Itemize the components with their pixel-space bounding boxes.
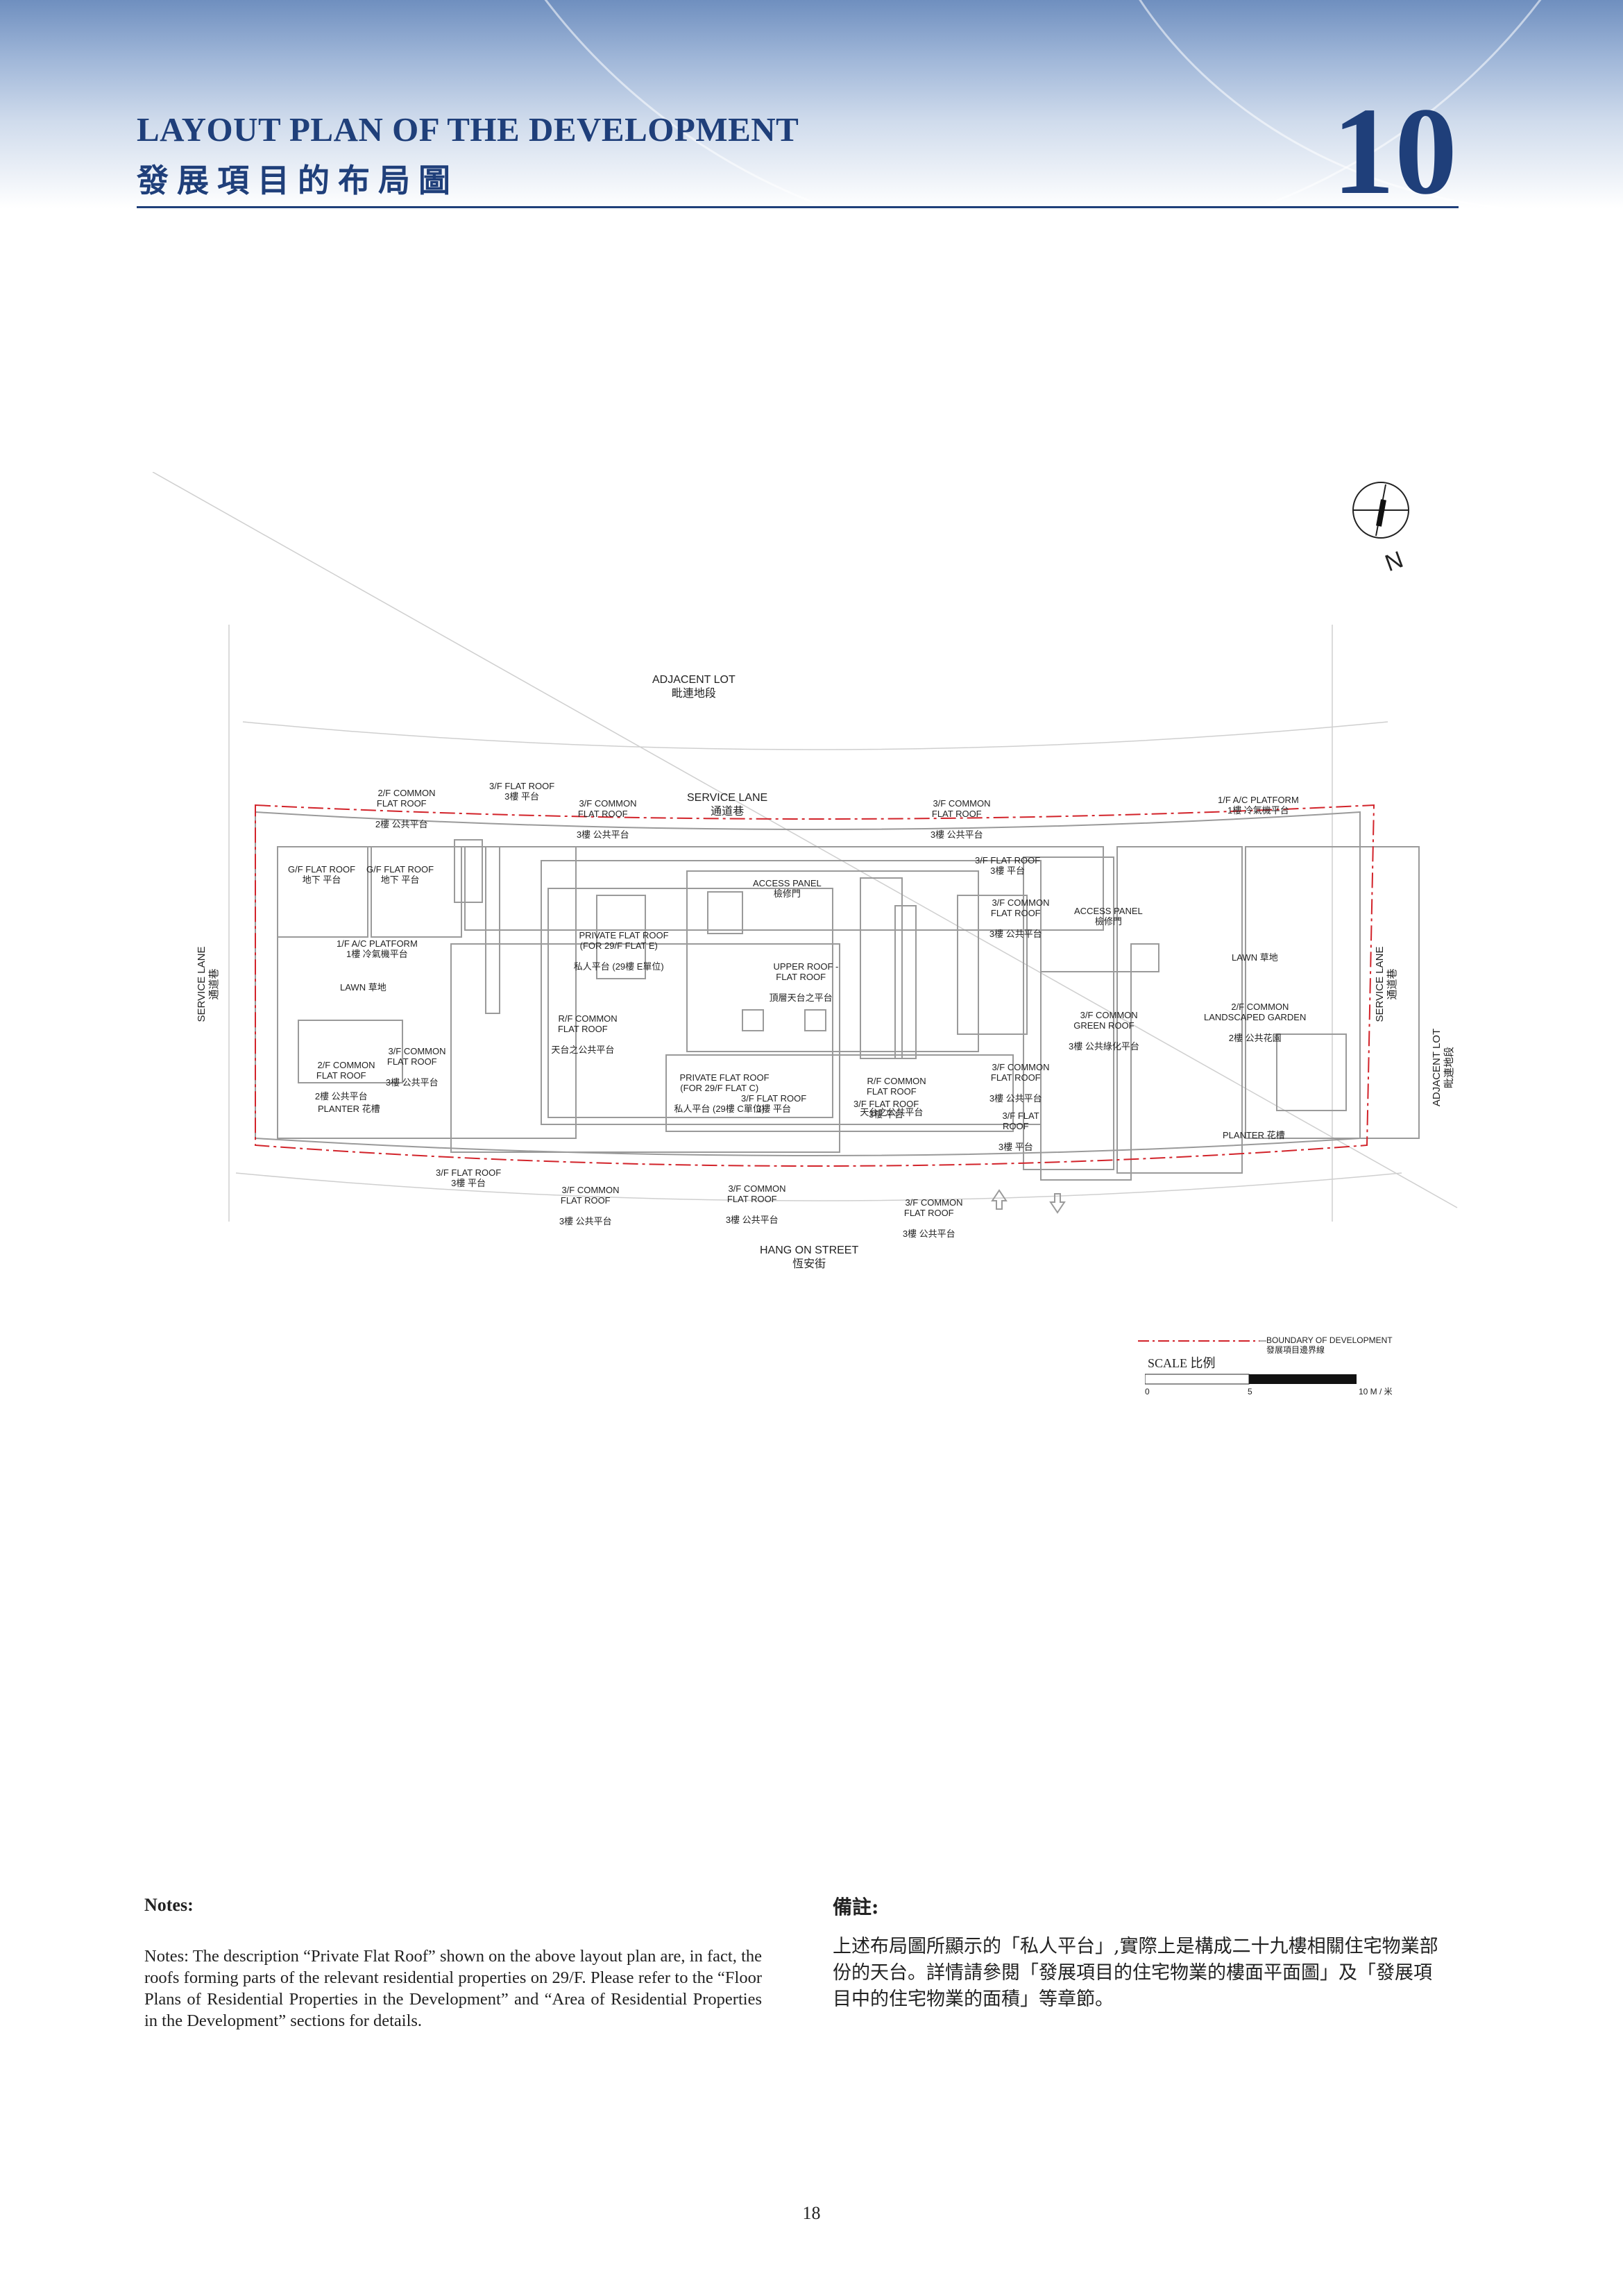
notes-cn-title: 備註: — [833, 1896, 879, 1918]
lawn-left-label: LAWN 草地 — [340, 982, 386, 993]
scale-tick-10: 10 M / 米 — [1359, 1387, 1393, 1396]
common-3f-topright-label: 3/F COMMON FLAT ROOF 3樓 公共平台 — [930, 798, 991, 840]
section-number: 10 — [1332, 82, 1457, 220]
ac-platform-top-label: 1/F A/C PLATFORM 1樓 冷氣機平台 — [1218, 795, 1299, 816]
access-panel-label-2: ACCESS PANEL 檢修門 — [1074, 906, 1143, 927]
common-3f-right2-label: 3/F COMMON FLAT ROOF 3樓 公共平台 — [989, 1062, 1050, 1104]
layout-plan: ADJACENT LOT 毗連地段 SERVICE LANE 通道巷 2/F C… — [139, 472, 1499, 1402]
common-3f-left-label: 3/F COMMON FLAT ROOF 3樓 公共平台 — [385, 1046, 446, 1088]
rf-common-right-label: R/F COMMON FLAT ROOF 天台之公共平台 — [860, 1076, 926, 1117]
common-2f-left-label: 2/F COMMON FLAT ROOF 2樓 公共平台 — [314, 1060, 375, 1101]
title-rule — [137, 206, 1459, 208]
common-3f-right1-label: 3/F COMMON FLAT ROOF 3樓 公共平台 — [989, 897, 1050, 939]
header-band — [0, 0, 1623, 208]
adjacent-lot-right-label: ADJACENT LOT 毗連地段 — [1431, 1028, 1455, 1107]
page-subtitle: 發展項目的布局圖 — [137, 162, 459, 199]
flat-roof-3f-bottom1-label: 3/F FLAT ROOF 3樓 平台 — [436, 1167, 502, 1188]
adjacent-lot-top-label: ADJACENT LOT 毗連地段 — [652, 674, 736, 700]
gf-flat-roof-label-2: G/F FLAT ROOF 地下 平台 — [366, 864, 434, 885]
lawn-right-label: LAWN 草地 — [1232, 952, 1278, 963]
service-lane-right-label: SERVICE LANE 通道巷 — [1374, 946, 1398, 1022]
notes-en-body: Notes: The description “Private Flat Roo… — [144, 1947, 762, 2030]
layout-plan-drawing — [152, 472, 1458, 1222]
common-3f-top-label: 3/F COMMON FLAT ROOF 3樓 公共平台 — [576, 798, 637, 840]
private-flat-roof-29c-label: PRIVATE FLAT ROOF (FOR 29/F FLAT C) 私人平台… — [674, 1072, 770, 1114]
upper-roof-label: UPPER ROOF - FLAT ROOF 頂層天台之平台 — [769, 961, 839, 1003]
scale-tick-0: 0 — [1145, 1387, 1150, 1396]
gf-flat-roof-label-1: G/F FLAT ROOF 地下 平台 — [288, 864, 356, 885]
scale-bar — [1145, 1374, 1357, 1385]
landscaped-garden-label: 2/F COMMON LANDSCAPED GARDEN 2樓 公共花園 — [1204, 1002, 1307, 1043]
notes-cn-body: 上述布局圖所顯示的「私人平台」,實際上是構成二十九樓相關住宅物業部份的天台。詳情… — [833, 1936, 1438, 2010]
notes-en-title: Notes: — [144, 1895, 194, 1915]
common-3f-bottom3-label: 3/F COMMON FLAT ROOF 3樓 公共平台 — [902, 1197, 963, 1239]
north-arrow-icon — [1352, 482, 1409, 539]
common-3f-bottom1-label: 3/F COMMON FLAT ROOF 3樓 公共平台 — [559, 1185, 620, 1226]
common-2f-top-label: 2/F COMMON FLAT ROOF 2樓 公共平台 — [375, 788, 436, 829]
planter-right-label: PLANTER 花槽 — [1223, 1130, 1285, 1140]
flat-roof-3f-mid-label: 3/F FLAT ROOF 3樓 平台 — [741, 1093, 807, 1114]
boundary-legend-line — [1138, 1340, 1266, 1342]
flat-roof-3f-top-label: 3/F FLAT ROOF 3樓 平台 — [489, 781, 555, 802]
page-number: 18 — [802, 2203, 821, 2223]
north-arrow: N — [1350, 479, 1412, 577]
common-3f-bottom2-label: 3/F COMMON FLAT ROOF 3樓 公共平台 — [725, 1183, 786, 1225]
flat-roof-3f-right2-label: 3/F FLAT ROOF 3樓 平台 — [998, 1111, 1039, 1152]
hang-on-street-label: HANG ON STREET 恆安街 — [760, 1244, 859, 1270]
page-title: LAYOUT PLAN OF THE DEVELOPMENT — [137, 110, 799, 149]
flat-roof-3f-mid2-label: 3/F FLAT ROOF 3樓 平台 — [853, 1099, 919, 1120]
planter-left-label: PLANTER 花槽 — [318, 1104, 380, 1114]
scale-tick-5: 5 — [1248, 1387, 1252, 1396]
service-lane-top-label: SERVICE LANE 通道巷 — [687, 792, 768, 818]
rf-common-left-label: R/F COMMON FLAT ROOF 天台之公共平台 — [551, 1013, 618, 1055]
ac-platform-left-label: 1/F A/C PLATFORM 1樓 冷氣機平台 — [337, 938, 418, 959]
service-lane-left-label: SERVICE LANE 通道巷 — [196, 946, 220, 1022]
access-panel-label-1: ACCESS PANEL 檢修門 — [753, 878, 822, 899]
green-roof-label: 3/F COMMON GREEN ROOF 3樓 公共綠化平台 — [1069, 1010, 1139, 1052]
private-flat-roof-29e-label: PRIVATE FLAT ROOF (FOR 29/F FLAT E) 私人平台… — [573, 930, 669, 972]
scale-label: SCALE 比例 — [1148, 1356, 1216, 1370]
flat-roof-3f-right1-label: 3/F FLAT ROOF 3樓 平台 — [975, 855, 1041, 876]
legend: BOUNDARY OF DEVELOPMENT 發展項目邊界線 SCALE 比例… — [1138, 1333, 1429, 1402]
boundary-legend-label: BOUNDARY OF DEVELOPMENT 發展項目邊界線 — [1266, 1335, 1393, 1355]
